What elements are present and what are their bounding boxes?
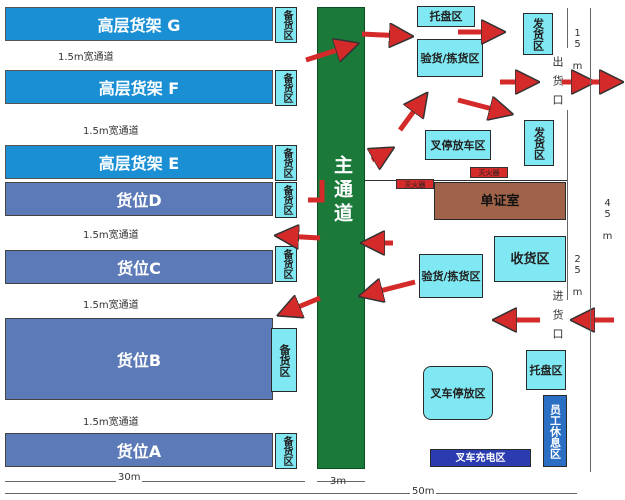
arrow <box>284 236 321 238</box>
arrow <box>286 298 321 312</box>
dim-45m: 45 m <box>602 198 613 242</box>
dim-15m: 15 m <box>572 28 583 72</box>
dim-line <box>567 110 568 300</box>
aisle-label: 1.5m宽通道 <box>83 417 139 428</box>
aisle-label: 1.5m宽通道 <box>58 52 114 63</box>
spare-area: 备货区 <box>275 433 297 469</box>
inspect-pick-area-bottom: 验货/拣货区 <box>419 254 483 298</box>
arrow <box>305 46 350 60</box>
extinguisher-1: 灭火器 <box>396 179 434 189</box>
dim-line <box>5 481 305 482</box>
extinguisher-2: 灭火器 <box>470 167 508 178</box>
slot-a: 货位A <box>5 433 273 467</box>
pallet-area-top: 托盘区 <box>417 6 475 27</box>
divider-line <box>365 180 567 181</box>
spare-area: 备货区 <box>275 182 297 218</box>
slot-d: 货位D <box>5 182 273 216</box>
inbound-door-label: 进货口 <box>551 290 564 347</box>
pallet-area-bottom: 托盘区 <box>526 350 566 390</box>
dim-30m: 30m <box>116 472 143 483</box>
forklift-charge-area: 叉车充电区 <box>430 449 531 467</box>
spare-area: 备货区 <box>275 7 297 43</box>
dim-50m: 50m <box>410 486 437 497</box>
dispatch-area-2: 发货区 <box>524 120 554 166</box>
slot-b: 货位B <box>5 318 273 400</box>
dim-line <box>317 481 365 482</box>
dim-line <box>5 493 577 494</box>
dispatch-area-1: 发货区 <box>523 13 553 55</box>
document-office: 单证室 <box>434 182 566 220</box>
aisle-label: 1.5m宽通道 <box>83 126 139 137</box>
arrow <box>457 100 504 112</box>
arrow <box>308 180 325 203</box>
aisle-label: 1.5m宽通道 <box>83 230 139 241</box>
spare-area: 备货区 <box>271 328 297 392</box>
spare-area: 备货区 <box>275 70 297 106</box>
rack-e: 高层货架 E <box>5 145 273 179</box>
receiving-area: 收货区 <box>494 236 566 282</box>
forklift-park-top: 叉停放车区 <box>425 130 491 160</box>
spare-area: 备货区 <box>275 246 297 282</box>
rack-g: 高层货架 G <box>5 7 273 41</box>
dim-3m: 3m <box>330 476 347 487</box>
aisle-label: 1.5m宽通道 <box>83 300 139 311</box>
outbound-door-label: 出货口 <box>551 56 564 113</box>
inspect-pick-area-top: 验货/拣货区 <box>417 39 483 77</box>
staff-rest-area: 员工休息区 <box>543 395 567 467</box>
dim-line <box>590 8 591 472</box>
forklift-park-bottom: 叉车停放区 <box>423 366 493 420</box>
dim-25m: 25 m <box>572 254 583 298</box>
dim-line <box>567 8 568 48</box>
rack-f: 高层货架 F <box>5 70 273 104</box>
arrow <box>361 34 404 36</box>
arrow <box>372 152 386 160</box>
arrow <box>368 282 416 294</box>
arrow <box>397 100 422 132</box>
main-aisle-label: 主通道 <box>331 155 353 227</box>
spare-area: 备货区 <box>275 145 297 181</box>
slot-c: 货位C <box>5 250 273 284</box>
